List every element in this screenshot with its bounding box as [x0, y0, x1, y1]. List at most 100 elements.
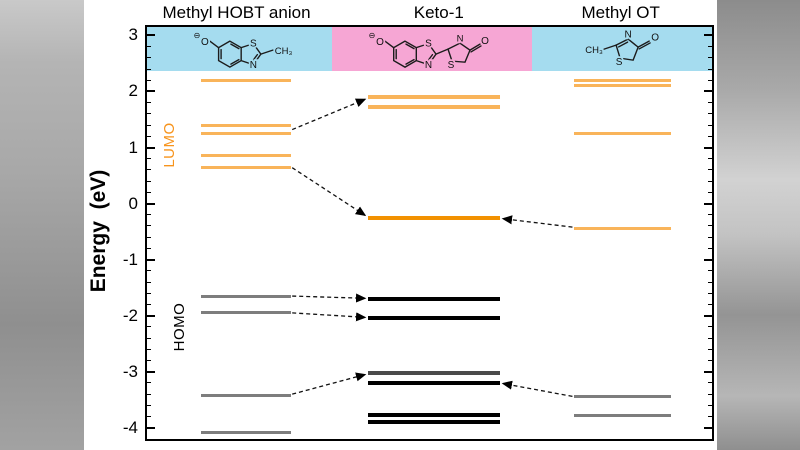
y-tick-label: -4	[122, 417, 138, 437]
y-minor-tick	[147, 191, 151, 193]
y-minor-tick	[147, 416, 151, 418]
y-minor-tick	[708, 281, 712, 283]
y-minor-tick	[147, 135, 151, 137]
energy-level	[573, 227, 672, 231]
banner-methyl-hobt-anion: ⊖ O S N CH₃	[147, 27, 332, 72]
background-blur-right	[717, 0, 800, 450]
y-minor-tick	[708, 337, 712, 339]
y-minor-tick	[147, 68, 151, 70]
y-tick-label: 3	[128, 25, 138, 45]
energy-level	[573, 84, 672, 88]
atom-o: O	[651, 33, 659, 44]
energy-level	[573, 395, 672, 399]
y-tick-label: 1	[128, 137, 138, 157]
y-minor-tick	[147, 270, 151, 272]
plot-area: ⊖ O S N CH₃	[123, 25, 714, 441]
y-minor-tick	[147, 102, 151, 104]
molecule-structure-methyl-ot: CH₃ N S O	[583, 28, 660, 70]
y-major-tick	[147, 370, 155, 373]
y-minor-tick	[147, 113, 151, 115]
y-minor-tick	[147, 382, 151, 384]
y-minor-tick	[708, 102, 712, 104]
y-tick-label: -1	[122, 249, 138, 269]
lumo-label: LUMO	[161, 122, 178, 168]
y-minor-tick	[708, 158, 712, 160]
y-minor-tick	[147, 158, 151, 160]
y-tick-label: 0	[128, 193, 138, 213]
atom-o: O	[376, 37, 384, 48]
y-minor-tick	[147, 169, 151, 171]
y-minor-tick	[147, 404, 151, 406]
y-minor-tick	[147, 360, 151, 362]
energy-level	[368, 420, 501, 425]
energy-level	[368, 370, 501, 375]
y-minor-tick	[708, 393, 712, 395]
y-minor-tick	[708, 225, 712, 227]
molecule-structure-methyl-hobt-anion: ⊖ O S N CH₃	[192, 29, 294, 71]
energy-level	[200, 78, 292, 82]
level-correlation-arrow	[291, 167, 367, 217]
level-correlation-arrow	[292, 372, 367, 395]
energy-level	[200, 154, 292, 158]
level-correlation-arrow	[501, 380, 573, 398]
y-minor-tick	[147, 337, 151, 339]
y-minor-tick	[147, 247, 151, 249]
y-major-tick	[147, 258, 155, 261]
energy-level	[573, 132, 672, 135]
y-minor-tick	[708, 247, 712, 249]
energy-level	[368, 380, 501, 385]
energy-level	[200, 430, 292, 434]
y-tick-label: -3	[122, 361, 138, 381]
energy-level	[368, 105, 501, 110]
figure-panel: Methyl HOBT anion Keto-1 Methyl OT Energ…	[84, 0, 717, 450]
y-minor-tick	[708, 404, 712, 406]
y-minor-tick	[708, 180, 712, 182]
y-major-tick	[147, 146, 155, 149]
atom-n: N	[456, 34, 463, 45]
y-major-tick	[147, 314, 155, 317]
y-major-tick	[704, 258, 712, 261]
y-tick-label: -2	[122, 305, 138, 325]
atom-s: S	[447, 60, 454, 71]
y-minor-tick	[708, 360, 712, 362]
y-tick-label: 2	[128, 81, 138, 101]
y-minor-tick	[147, 124, 151, 126]
y-minor-tick	[147, 79, 151, 81]
y-minor-tick	[708, 169, 712, 171]
banner-keto-1: ⊖ O S N N S O	[331, 27, 532, 72]
y-minor-tick	[708, 292, 712, 294]
atom-n: N	[624, 30, 631, 41]
energy-level	[200, 132, 292, 135]
atom-o: O	[481, 36, 489, 47]
charge-symbol: ⊖	[368, 31, 375, 40]
energy-level	[200, 294, 292, 298]
y-minor-tick	[708, 236, 712, 238]
banner-methyl-ot: CH₃ N S O	[531, 27, 712, 72]
atom-o: O	[201, 37, 209, 48]
y-minor-tick	[708, 113, 712, 115]
y-minor-tick	[708, 46, 712, 48]
energy-level	[200, 123, 292, 127]
y-major-tick	[704, 314, 712, 317]
y-minor-tick	[708, 416, 712, 418]
methyl-group: CH₃	[585, 45, 603, 56]
transition-arrows	[291, 98, 573, 398]
y-minor-tick	[708, 135, 712, 137]
y-major-tick	[704, 90, 712, 93]
energy-level	[573, 413, 672, 417]
atom-n: N	[250, 60, 257, 71]
column-title-keto-1: Keto-1	[413, 3, 464, 22]
y-minor-tick	[147, 225, 151, 227]
level-correlation-arrow	[292, 312, 367, 322]
y-minor-tick	[708, 348, 712, 350]
y-minor-tick	[147, 180, 151, 182]
methyl-group: CH₃	[275, 46, 293, 57]
y-minor-tick	[708, 270, 712, 272]
y-major-tick	[704, 426, 712, 429]
y-minor-tick	[147, 326, 151, 328]
homo-label: HOMO	[171, 302, 188, 352]
level-correlation-arrow	[292, 293, 367, 303]
y-minor-tick	[708, 79, 712, 81]
background-blur-left	[0, 0, 84, 450]
